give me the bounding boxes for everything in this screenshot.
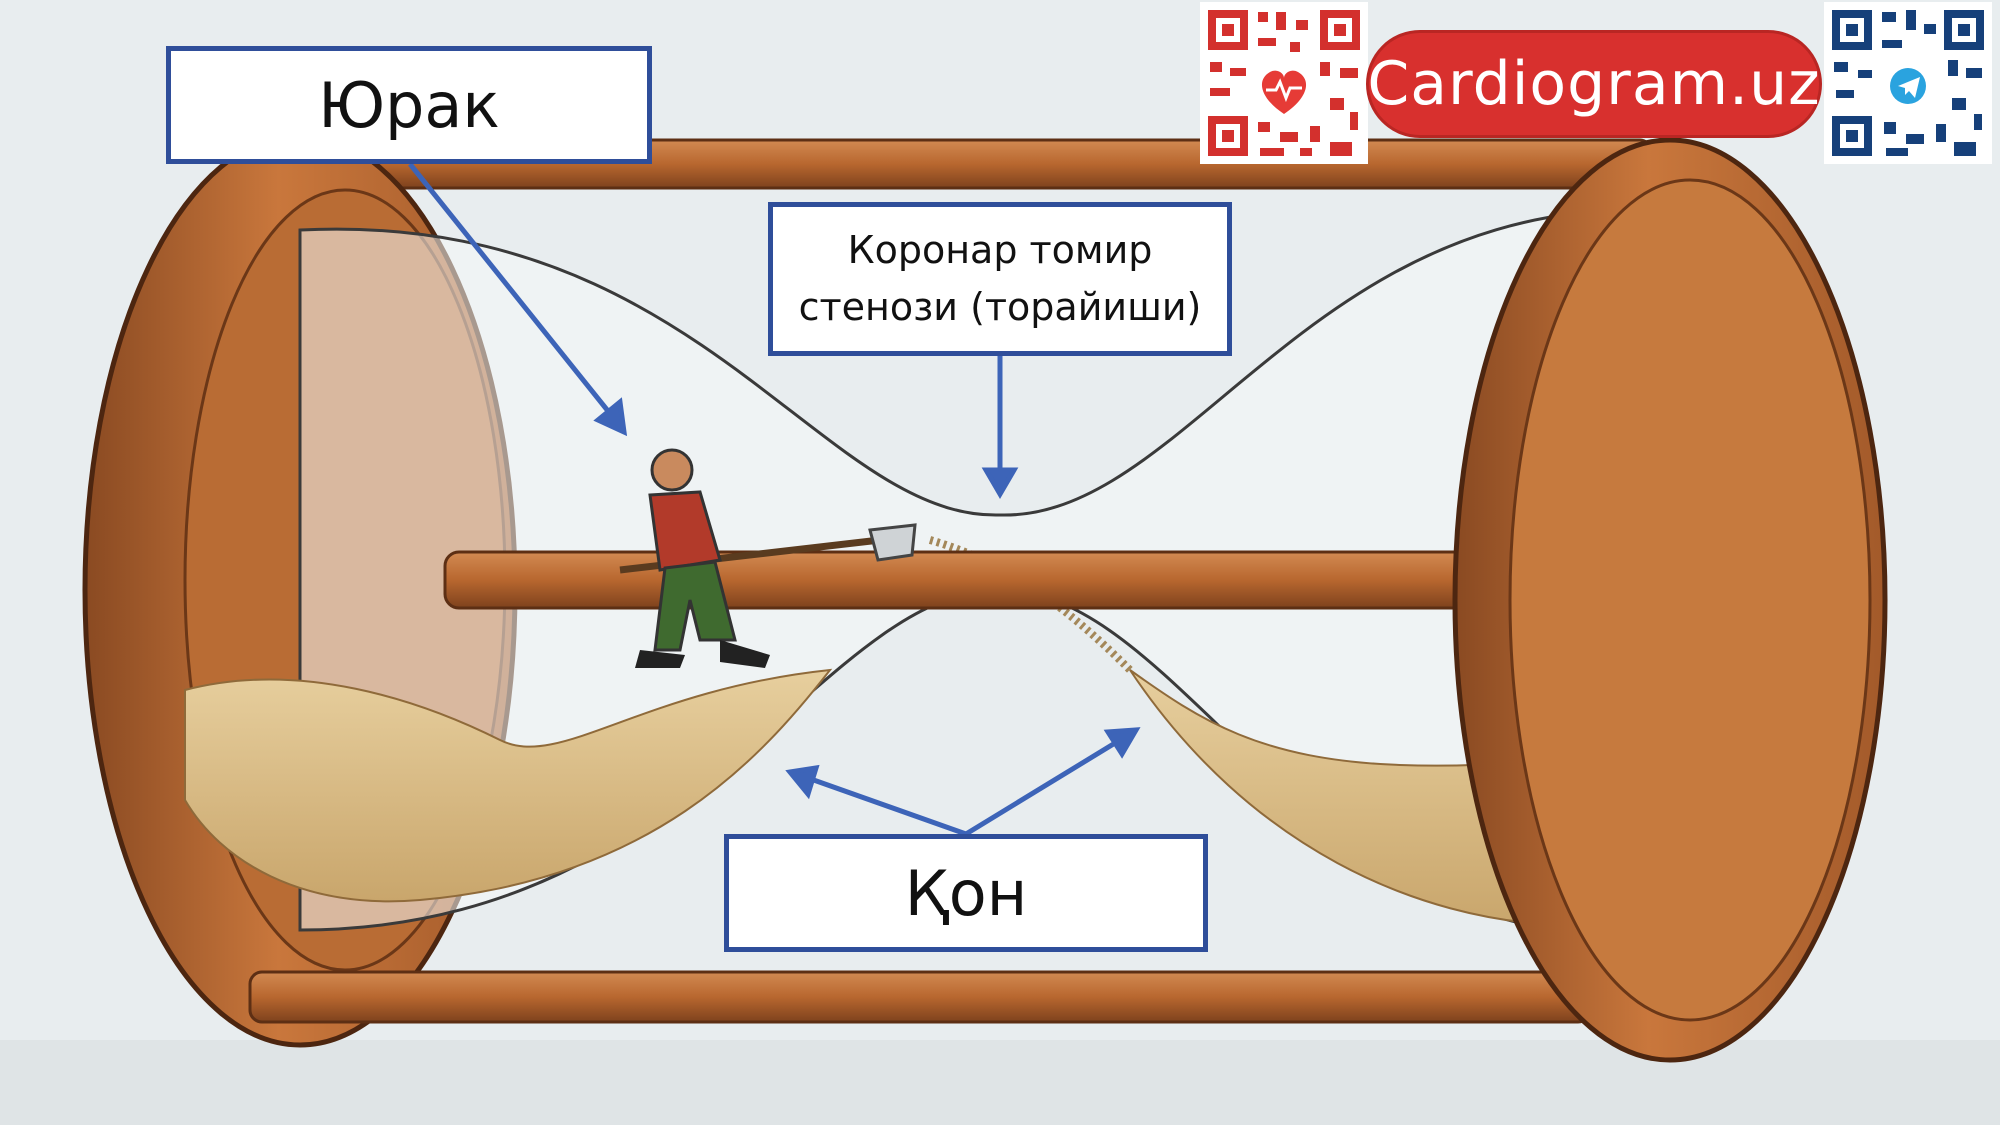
man-with-shovel [619,448,917,668]
qr-code-left[interactable] [1200,2,1368,164]
arrow-stenosis [981,356,1019,499]
arrow-heart [408,162,628,437]
heart-label: Юрак [166,46,652,164]
sand-left [184,668,833,903]
sand-stream [928,536,1133,673]
blood-label-text: Қон [904,856,1028,930]
blood-label: Қон [724,834,1208,952]
arrow-blood-left [785,764,967,837]
brand-badge[interactable]: Cardiogram.uz [1366,30,1822,138]
middle-rod [443,550,1507,610]
stenosis-label-line2: стенози (торайиши) [798,285,1202,329]
telegram-icon [1890,68,1926,104]
stenosis-label-line1: Коронар томир [847,228,1153,272]
arrow-blood-right [964,727,1141,837]
qr-code-icon [1824,2,1992,164]
qr-code-icon [1200,2,1368,164]
right-end-cap-face [1508,178,1872,1022]
bottom-rod [248,970,1592,1024]
heart-label-text: Юрак [318,68,500,142]
stenosis-label: Коронар томир стенози (торайиши) [768,202,1232,356]
heart-pulse-icon [1261,70,1307,114]
qr-code-right[interactable] [1824,2,1992,164]
brand-site-text: Cardiogram.uz [1367,49,1821,119]
